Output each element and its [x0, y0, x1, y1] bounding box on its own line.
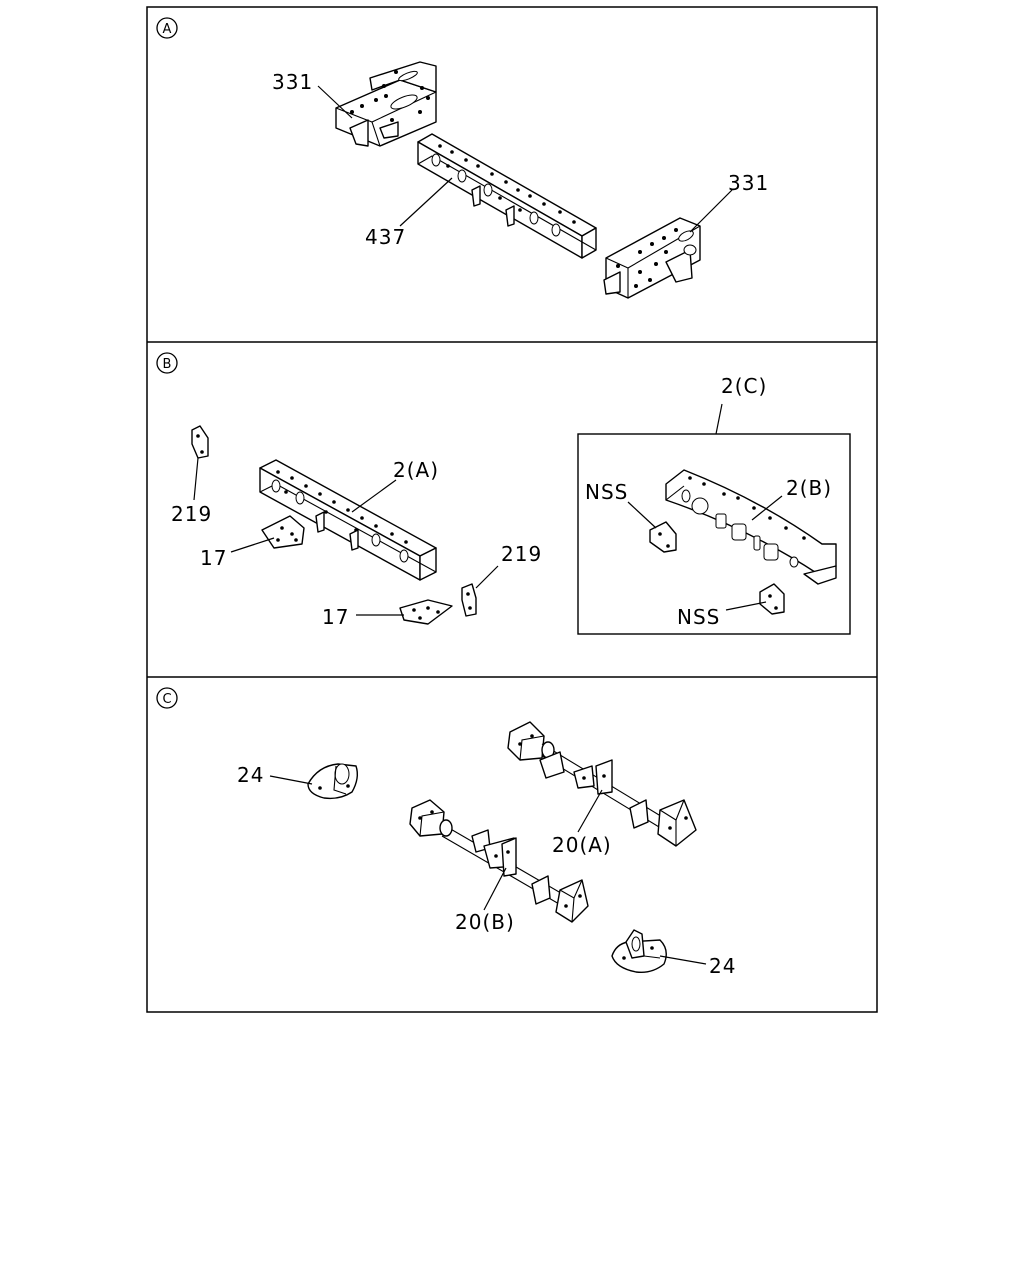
crossmember-437 — [417, 133, 597, 259]
svg-text:C: C — [162, 692, 171, 707]
label-331-left: 331 — [272, 70, 313, 94]
bracket-331-left — [335, 61, 437, 147]
label-331-right: 331 — [728, 171, 769, 195]
leader-2a — [351, 479, 397, 513]
leader-219-right — [475, 565, 499, 589]
svg-text:B: B — [163, 357, 172, 372]
mount-24-bottom — [611, 929, 667, 974]
leader-219-top — [193, 457, 199, 501]
nss-bracket-left — [649, 521, 677, 553]
leader-nss-right — [725, 601, 767, 611]
section-c: C 24 20(A) — [156, 687, 736, 978]
plate-17-bottom — [399, 599, 453, 625]
mount-24-top — [307, 763, 359, 800]
label-20b: 20(B) — [455, 910, 515, 934]
crossmember-20b — [409, 799, 589, 923]
label-219-right: 219 — [501, 542, 542, 566]
label-nss-left: NSS — [585, 480, 628, 504]
nss-bracket-right — [759, 583, 785, 615]
label-20a: 20(A) — [552, 833, 612, 857]
label-24-bottom: 24 — [709, 954, 736, 978]
label-24-top: 24 — [237, 763, 264, 787]
leader-331-left — [317, 85, 353, 119]
crossmember-20a — [507, 721, 697, 847]
crossmember-2a — [259, 459, 437, 581]
label-17-bottom: 17 — [322, 605, 349, 629]
bracket-219-right — [461, 583, 477, 617]
section-b: B 219 2(A) — [156, 352, 851, 635]
group-2c-inset: 2(C) 2(B) — [577, 374, 851, 635]
leader-437 — [399, 177, 453, 227]
bracket-219-top — [191, 425, 209, 459]
leader-2b — [751, 495, 783, 521]
label-2c: 2(C) — [721, 374, 767, 398]
section-a-marker: A — [156, 17, 178, 39]
section-c-marker: C — [156, 687, 178, 709]
crossmember-2b — [665, 469, 837, 585]
leader-24-bottom — [659, 955, 707, 965]
leader-17-left — [230, 537, 275, 553]
svg-text:A: A — [163, 22, 172, 37]
leader-20b — [483, 867, 507, 911]
section-b-marker: B — [156, 352, 178, 374]
leader-nss-left — [627, 501, 657, 529]
plate-17-left — [261, 515, 305, 549]
bracket-331-right — [603, 217, 701, 299]
label-2a: 2(A) — [393, 458, 439, 482]
leader-331-right — [689, 189, 733, 233]
diagram-frame — [146, 6, 878, 1013]
label-219-top: 219 — [171, 502, 212, 526]
leader-20a — [577, 789, 603, 833]
leader-24-top — [269, 775, 313, 785]
section-a: A 331 — [156, 17, 769, 299]
label-437: 437 — [365, 225, 406, 249]
label-2b: 2(B) — [786, 476, 832, 500]
label-nss-right: NSS — [677, 605, 720, 629]
label-17-left: 17 — [200, 546, 227, 570]
